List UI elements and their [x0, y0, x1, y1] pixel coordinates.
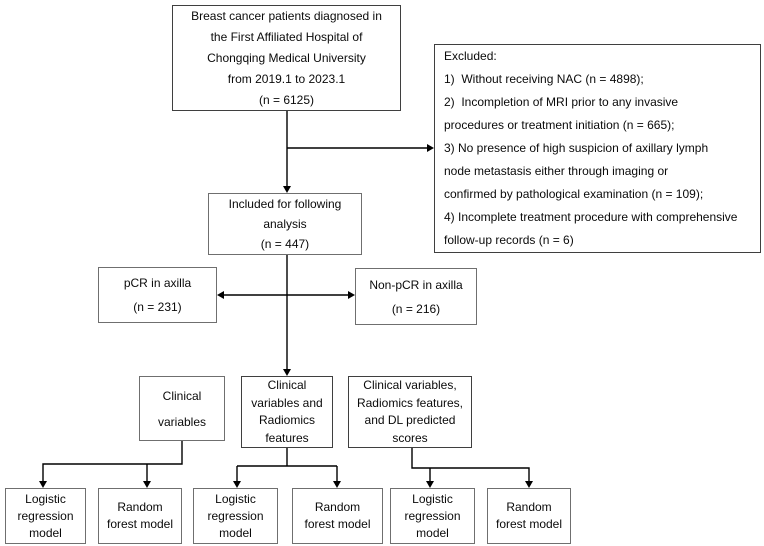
- box-featureset-clinical: Clinical variables: [139, 376, 225, 441]
- connector-radiomics-to-models: [233, 448, 341, 488]
- box-model-logistic-2: Logistic regression model: [193, 488, 278, 544]
- box-featureset-clinical-radiomics: Clinical variables and Radiomics feature…: [241, 376, 333, 448]
- box-included-analysis: Included for following analysis (n = 447…: [208, 193, 362, 255]
- arrow-down-icon: [233, 481, 241, 488]
- connector-included-to-featuresets: [283, 255, 291, 376]
- box-model-random-forest-2: Random forest model: [292, 488, 383, 544]
- box-model-random-forest-1: Random forest model: [98, 488, 182, 544]
- arrow-down-icon: [283, 186, 291, 193]
- connector-population-to-excluded: [287, 144, 434, 152]
- arrow-down-icon: [283, 369, 291, 376]
- arrow-down-icon: [143, 481, 151, 488]
- box-excluded-criteria: Excluded: 1) Without receiving NAC (n = …: [434, 44, 761, 253]
- box-non-pcr-axilla: Non-pCR in axilla (n = 216): [355, 268, 477, 325]
- box-model-logistic-1: Logistic regression model: [5, 488, 86, 544]
- connector-population-to-included: [283, 111, 291, 193]
- arrow-right-icon: [348, 291, 355, 299]
- arrow-left-icon: [217, 291, 224, 299]
- arrow-right-icon: [427, 144, 434, 152]
- connector-pcr-nonpcr: [217, 291, 355, 299]
- arrow-down-icon: [525, 481, 533, 488]
- box-featureset-clinical-radiomics-dl: Clinical variables, Radiomics features, …: [348, 376, 472, 448]
- box-model-random-forest-3: Random forest model: [487, 488, 571, 544]
- connector-clinical-to-models: [39, 441, 183, 488]
- box-study-population: Breast cancer patients diagnosed in the …: [172, 5, 401, 111]
- arrow-down-icon: [333, 481, 341, 488]
- arrow-down-icon: [426, 481, 434, 488]
- connector-dl-to-models: [411, 448, 533, 488]
- box-model-logistic-3: Logistic regression model: [390, 488, 475, 544]
- box-pcr-axilla: pCR in axilla (n = 231): [98, 267, 217, 323]
- arrow-down-icon: [39, 481, 47, 488]
